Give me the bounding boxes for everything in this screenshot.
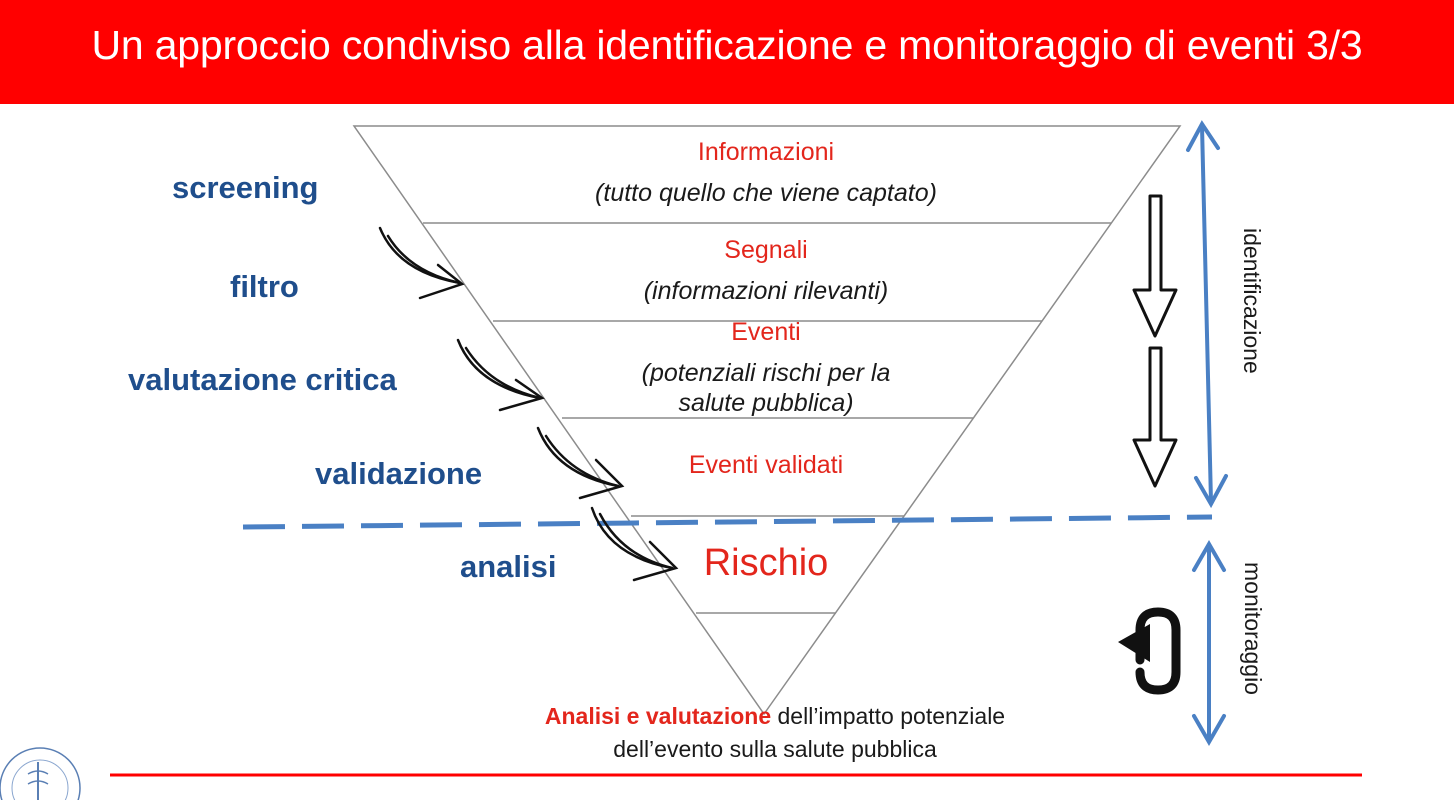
- bottom-caption: Analisi e valutazione dell’impatto poten…: [440, 700, 1110, 766]
- level-title-eventi-validati: Eventi validati: [688, 451, 844, 479]
- side-label-identificazione: identificazione: [1239, 228, 1265, 374]
- stage-label-analisi: analisi: [460, 549, 557, 584]
- level-title-eventi: Eventi: [731, 318, 801, 346]
- curved-arrow-icon: [590, 506, 679, 582]
- stage-label-screening: screening: [172, 170, 319, 205]
- title-bar: [0, 0, 1454, 104]
- level-title-segnali: Segnali: [724, 236, 808, 264]
- institute-seal-logo: [0, 747, 81, 800]
- funnel-outline: [352, 125, 1182, 716]
- level-subtitle-eventi: (potenziali rischi per la salute pubblic…: [641, 359, 891, 417]
- side-label-monitoraggio: monitoraggio: [1240, 562, 1266, 695]
- double-headed-arrow-icon: [1186, 120, 1228, 509]
- curved-arrow-icon: [536, 426, 625, 500]
- caption-line-2: dell’evento sulla salute pubblica: [613, 736, 937, 762]
- curved-arrow-icon: [456, 338, 545, 412]
- cycle-arrow-head: [1118, 624, 1150, 662]
- dashed-divider: [242, 514, 1213, 530]
- curved-arrow-icon: [378, 226, 465, 300]
- level-subtitle-informazioni: (tutto quello che viene captato): [595, 179, 937, 207]
- stage-label-filtro: filtro: [230, 269, 299, 304]
- double-headed-arrow-icon: [1192, 539, 1226, 747]
- level-subtitle-segnali: (informazioni rilevanti): [643, 277, 889, 305]
- cycle-arrow-icon: [1135, 607, 1181, 695]
- stage-label-valutazione-critica: valutazione critica: [128, 362, 397, 397]
- level-title-informazioni: Informazioni: [697, 138, 835, 166]
- stage-label-validazione: validazione: [315, 456, 483, 491]
- level-title-rischio: Rischio: [703, 542, 829, 584]
- down-arrow-icon: [1132, 346, 1178, 488]
- caption-line-1: Analisi e valutazione dell’impatto poten…: [440, 700, 1110, 733]
- caption-highlight: Analisi e valutazione: [544, 703, 772, 729]
- caption-rest: dell’impatto potenziale: [771, 703, 1006, 729]
- down-arrow-icon: [1132, 194, 1178, 338]
- page-title: Un approccio condiviso alla identificazi…: [91, 22, 1363, 68]
